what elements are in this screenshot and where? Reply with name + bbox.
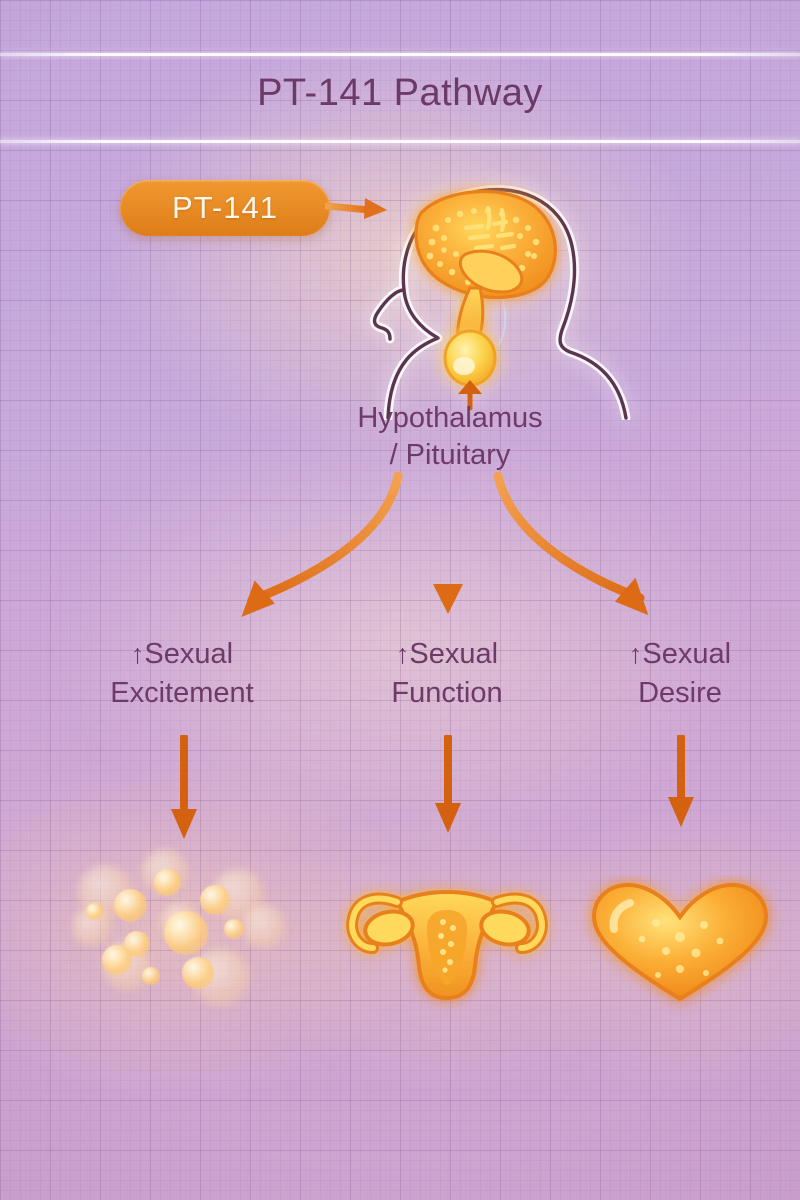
down-arrow-left [171,735,197,839]
pt141-badge-label: PT-141 [172,190,278,225]
gland-inbound-arrow [458,380,482,411]
branch-arrow-right [493,471,649,616]
pituitary-gland-icon [443,329,497,387]
outcome-label-3: ↑Sexual Desire [550,635,800,713]
header-divider-top [0,53,800,56]
branch-arrows [241,470,649,617]
sparkle-cluster-icon [72,845,292,1015]
hp-label-line1: Hypothalamus [357,402,543,434]
uterus-icon [337,870,557,1040]
branch-arrow-center [433,470,463,614]
head-figure [270,150,650,420]
outcome-label-2: ↑Sexual Function [317,635,577,713]
up-arrow-icon-1: ↑ [130,639,145,669]
up-arrow-icon-2: ↑ [395,639,410,669]
heart-icon [570,875,790,1045]
header-divider-bottom [0,140,800,143]
down-arrows [171,735,694,839]
outcome-2-line1: Sexual [409,638,499,670]
down-arrow-right [668,735,694,827]
outcome-3-line2: Desire [638,677,722,710]
pt141-badge: PT-141 [120,180,330,236]
brain-icon [414,190,557,351]
outcome-1-line1: Sexual [144,638,234,670]
hypothalamus-pituitary-label: Hypothalamus / Pituitary [280,400,620,474]
outcome-2-line2: Function [391,677,503,710]
up-arrow-icon-3: ↑ [628,639,643,669]
outcome-1-line2: Excitement [110,677,254,710]
down-arrow-center [435,735,461,833]
outcome-label-1: ↑Sexual Excitement [52,635,312,713]
page-title: PT-141 Pathway [257,72,543,114]
branch-arrow-left [241,471,403,617]
hp-label-line2: / Pituitary [389,439,511,472]
badge-to-head-arrow [325,198,387,219]
outcome-3-line1: Sexual [642,638,732,670]
